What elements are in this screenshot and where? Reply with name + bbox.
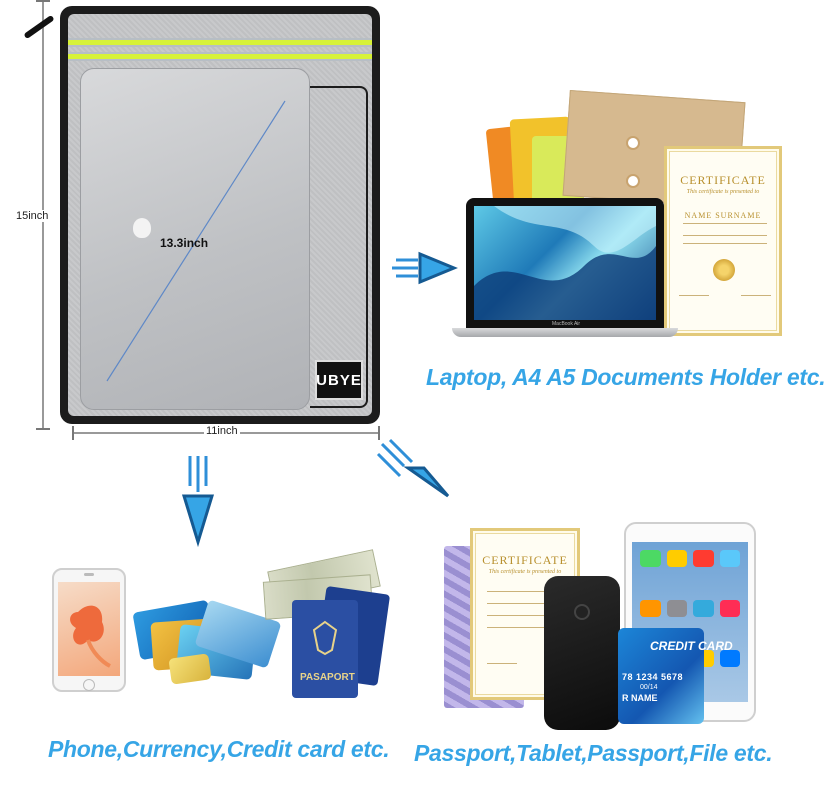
laptop-inside-bag: [80, 68, 310, 410]
certificate-signature-line: [679, 295, 709, 296]
height-dimension-cap-top: [36, 0, 50, 2]
macbook-wallpaper: [474, 206, 656, 320]
laptop-diagonal-line: [106, 100, 286, 382]
certificate-title: CERTIFICATE: [482, 553, 568, 567]
reflective-stripe-top: [68, 38, 372, 47]
caption-passport-tablet: Passport,Tablet,Passport,File etc.: [414, 740, 773, 766]
app-icon: [719, 600, 740, 617]
black-phone: [544, 576, 620, 730]
certificate-rule: [683, 223, 767, 224]
width-dimension-cap-left: [72, 426, 74, 440]
passport-emblem-icon: [312, 620, 338, 656]
white-phone-screen: [58, 582, 120, 676]
certificate-top-right: CERTIFICATE This certificate is presente…: [664, 146, 782, 336]
envelope-button-bottom: [626, 174, 640, 188]
app-icon: [693, 550, 714, 567]
height-dimension-label: 15inch: [14, 210, 51, 222]
app-icon: [640, 550, 661, 567]
arrow-diagonal-icon: [376, 438, 450, 498]
macbook-brand: MacBook Air: [552, 321, 581, 327]
credit-card-date: 00/14: [640, 684, 658, 691]
certificate-subtitle: This certificate is presented to: [686, 189, 760, 195]
certificate-rule: [683, 235, 767, 236]
width-dimension-cap-right: [378, 426, 380, 440]
certificate-rule: [683, 243, 767, 244]
caption-laptop-documents: Laptop, A4 A5 Documents Holder etc.: [426, 364, 825, 390]
credit-card-number: 78 1234 5678: [622, 672, 684, 682]
passport-label: PASAPORT: [300, 672, 355, 683]
envelope-button-top: [626, 136, 640, 150]
app-icon: [693, 600, 714, 617]
passport-front: [292, 600, 358, 698]
apple-logo-icon: [133, 218, 151, 238]
credit-card-name: R NAME: [622, 693, 658, 703]
laptop-size-label: 13.3inch: [160, 236, 209, 250]
certificate-rule: [487, 591, 567, 592]
macbook-screen: [474, 206, 656, 320]
certificate-rule: [487, 603, 567, 604]
goldfish-wallpaper: [70, 605, 111, 668]
certificate-signature-line: [487, 663, 517, 664]
width-dimension-label: 11inch: [204, 425, 240, 437]
app-icon: [640, 600, 661, 617]
white-phone-speaker: [84, 573, 94, 576]
arrow-down-icon: [181, 456, 215, 548]
arrow-right-icon: [392, 251, 458, 285]
white-phone-home-button: [83, 679, 95, 691]
height-dimension-cap-bottom: [36, 428, 50, 430]
certificate-rule: [487, 627, 567, 628]
app-icon: [666, 600, 687, 617]
credit-card-title: CREDIT CARD: [650, 639, 733, 653]
phone-camera-icon: [574, 604, 590, 620]
caption-phone-currency: Phone,Currency,Credit card etc.: [48, 736, 390, 762]
credit-card-small: [168, 653, 212, 685]
certificate-title: CERTIFICATE: [680, 173, 766, 187]
bag-pocket-edge: [310, 86, 368, 408]
certificate-signature-line: [741, 295, 771, 296]
app-icon: [666, 550, 687, 567]
macbook-base: [452, 328, 678, 337]
certificate-seal-icon: [713, 259, 735, 281]
certificate-name: NAME SURNAME: [684, 211, 762, 220]
app-icon: [719, 650, 740, 667]
zipper-pull: [23, 14, 55, 40]
certificate-rule: [487, 615, 567, 616]
credit-card-large: [618, 628, 704, 724]
app-icon: [719, 550, 740, 567]
brand-label: UBYE: [315, 360, 363, 400]
certificate-subtitle: This certificate is presented to: [488, 569, 562, 575]
reflective-stripe-bottom: [68, 52, 372, 61]
